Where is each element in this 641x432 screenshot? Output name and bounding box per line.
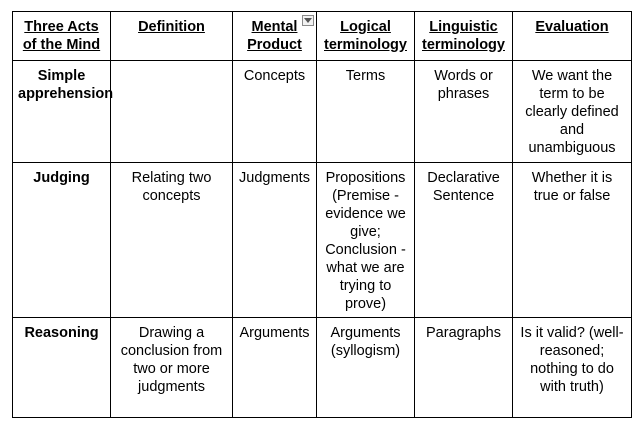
cell-logical: Arguments (syllogism) xyxy=(316,317,415,418)
table-row: Simple apprehension Concepts Terms Words… xyxy=(12,60,632,163)
cell-logical: Terms xyxy=(316,60,415,163)
dropdown-arrow-icon xyxy=(304,18,312,23)
header-definition: Definition xyxy=(110,11,233,61)
cell-mental-product: Arguments xyxy=(232,317,317,418)
cell-act: Judging xyxy=(12,162,111,318)
header-mental-product: Mental Product xyxy=(232,11,317,61)
header-logical-terminology: Logical terminology xyxy=(316,11,415,61)
table-row: Reasoning Drawing a conclusion from two … xyxy=(12,317,632,418)
header-three-acts: Three Acts of the Mind xyxy=(12,11,111,61)
cell-linguistic: Declarative Sentence xyxy=(414,162,513,318)
cell-evaluation: Is it valid? (well-reasoned; nothing to … xyxy=(512,317,632,418)
header-mental-product-label: Mental Product xyxy=(247,19,302,53)
cell-logical: Propositions (Premise - evidence we give… xyxy=(316,162,415,318)
cell-evaluation: We want the term to be clearly defined a… xyxy=(512,60,632,163)
header-linguistic-terminology: Linguistic terminology xyxy=(414,11,513,61)
cell-mental-product: Judgments xyxy=(232,162,317,318)
cell-linguistic: Words or phrases xyxy=(414,60,513,163)
cell-definition: Relating two concepts xyxy=(110,162,233,318)
cell-linguistic: Paragraphs xyxy=(414,317,513,418)
header-row: Three Acts of the Mind Definition Mental… xyxy=(12,11,632,61)
cell-mental-product: Concepts xyxy=(232,60,317,163)
cell-definition xyxy=(110,60,233,163)
cell-evaluation: Whether it is true or false xyxy=(512,162,632,318)
acts-of-mind-table: Three Acts of the Mind Definition Mental… xyxy=(12,11,632,418)
table-row: Judging Relating two concepts Judgments … xyxy=(12,162,632,318)
cell-act: Simple apprehension xyxy=(12,60,113,163)
cell-act: Reasoning xyxy=(12,317,111,418)
header-evaluation: Evaluation xyxy=(512,11,632,61)
column-filter-button[interactable] xyxy=(302,15,314,26)
cell-definition: Drawing a conclusion from two or more ju… xyxy=(110,317,233,418)
